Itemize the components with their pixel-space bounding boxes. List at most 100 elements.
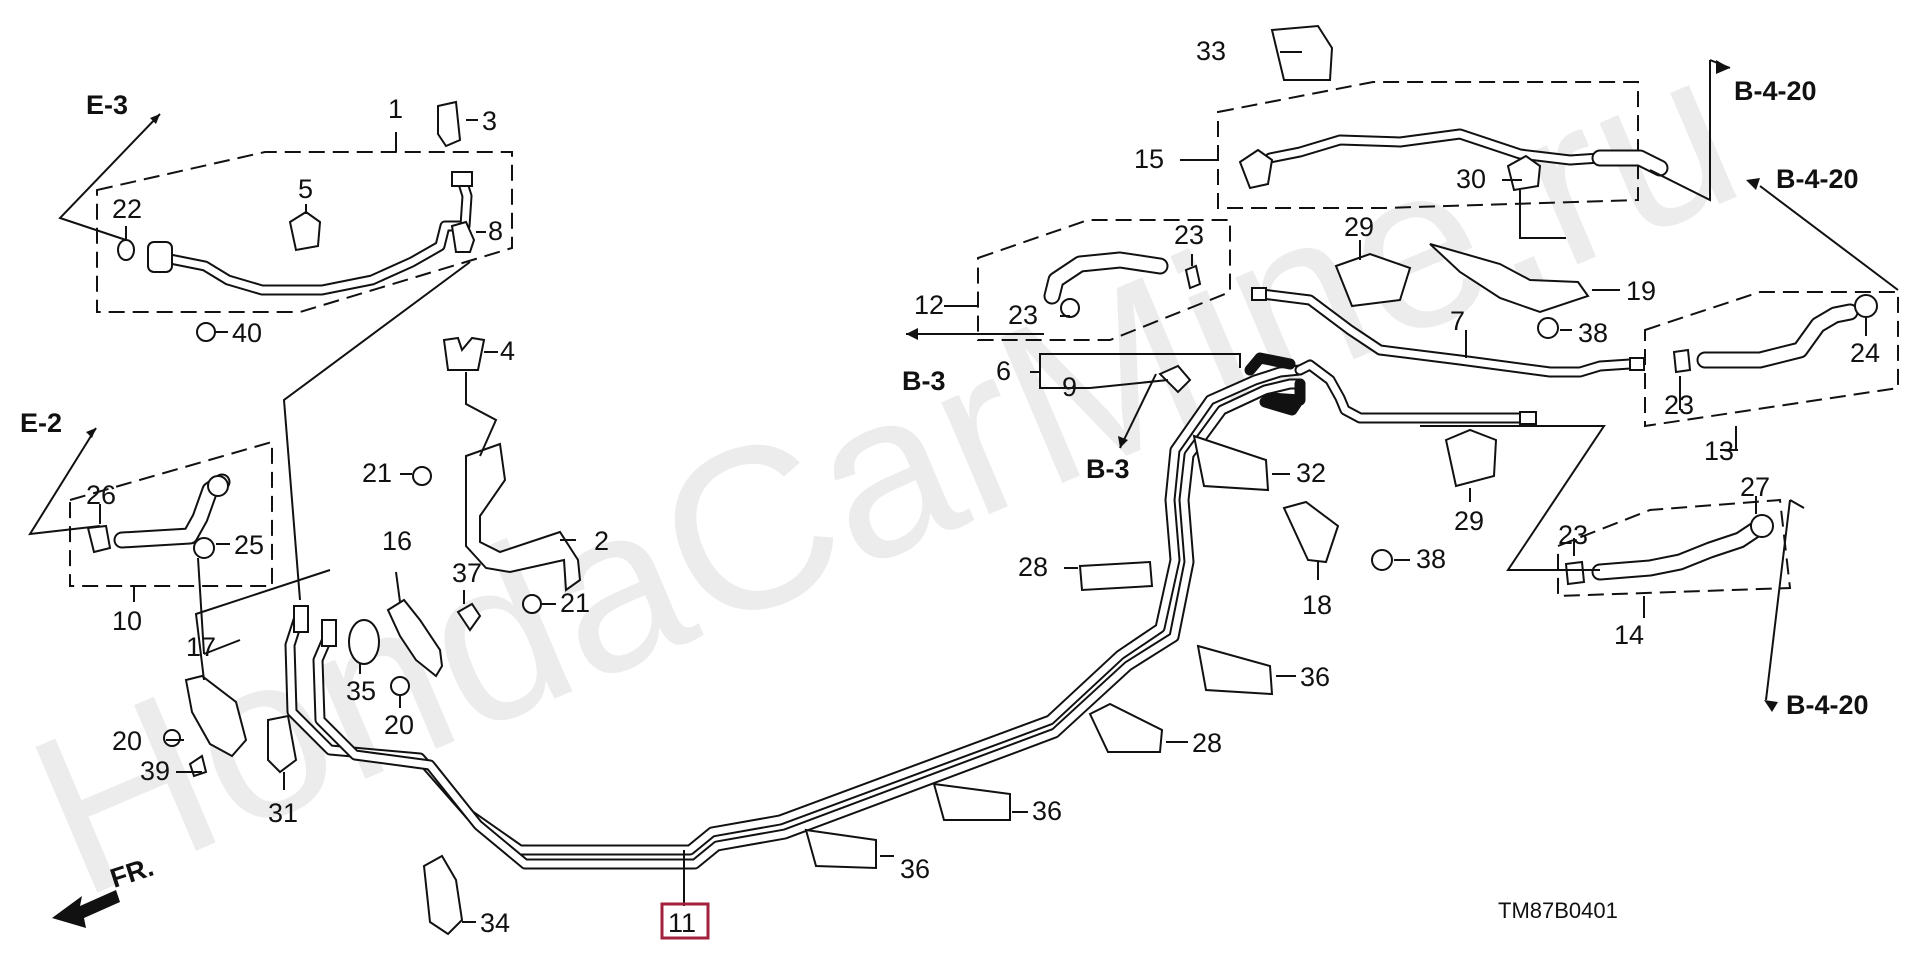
callout-35: 35 <box>346 676 376 706</box>
fuel-hose-14[interactable] <box>1591 521 1764 581</box>
callout-11: 11 <box>668 908 696 938</box>
part-37-bolt <box>456 602 482 632</box>
part-21-nut-a <box>412 466 432 486</box>
part-5-clip <box>288 210 322 252</box>
callout-39: 39 <box>140 756 170 786</box>
callout-9: 9 <box>1062 372 1077 402</box>
part-34-clip <box>422 854 464 936</box>
part-16-bracket <box>386 598 444 678</box>
callout-24: 24 <box>1850 338 1880 368</box>
part-35-grommet <box>348 619 380 665</box>
callout-16: 16 <box>382 526 412 556</box>
callout-13: 13 <box>1704 436 1734 466</box>
fuel-hose-12[interactable] <box>1043 251 1169 305</box>
part-8-clip <box>450 220 476 253</box>
fuel-hose-13[interactable] <box>1696 303 1859 369</box>
parts <box>86 24 1878 936</box>
callout-28a: 28 <box>1018 552 1048 582</box>
callout-18: 18 <box>1302 590 1332 620</box>
ref-b3-mid: B-3 <box>1086 454 1130 484</box>
callout-38a: 38 <box>1416 544 1446 574</box>
callout-23c: 23 <box>1664 390 1694 420</box>
callout-8: 8 <box>488 216 503 246</box>
reference-labels: E-3 E-2 B-3 B-3 B-4-20 B-4-20 B-4-20 <box>20 76 1869 720</box>
callout-33: 33 <box>1196 36 1226 66</box>
callout-10: 10 <box>112 606 142 636</box>
callout-26: 26 <box>86 480 116 510</box>
part-20-nut-b <box>163 729 181 747</box>
callout-23b: 23 <box>1008 300 1038 330</box>
callout-numbers: 1 2 3 4 5 6 7 8 9 10 11 12 13 14 15 16 1… <box>86 36 1880 938</box>
part-38-bolt-a <box>1371 549 1393 571</box>
callout-20b: 20 <box>384 710 414 740</box>
callout-36b: 36 <box>1032 796 1062 826</box>
callout-25: 25 <box>234 530 264 560</box>
fuel-hose-1[interactable] <box>147 171 473 296</box>
group-outlines <box>69 81 1899 598</box>
part-28-clamp-a <box>1078 560 1154 592</box>
front-arrow-icon <box>52 890 120 928</box>
callout-14: 14 <box>1614 620 1644 650</box>
callout-6: 6 <box>996 356 1011 386</box>
part-21-nut-b <box>522 594 542 614</box>
ref-b3-left: B-3 <box>902 366 946 396</box>
callout-36a: 36 <box>1300 662 1330 692</box>
callout-31: 31 <box>268 798 298 828</box>
part-30-clip <box>1506 154 1542 192</box>
callout-23a: 23 <box>1174 220 1204 250</box>
fuel-pipe-7[interactable] <box>1251 287 1645 378</box>
callout-21a: 21 <box>362 458 392 488</box>
pipe-front-fittings <box>293 605 337 647</box>
callout-4: 4 <box>500 336 515 366</box>
callout-29a: 29 <box>1344 212 1374 242</box>
part-29-clamp-b <box>1444 428 1498 488</box>
callout-1: 1 <box>388 94 403 124</box>
part-9-clip <box>1158 364 1192 394</box>
callout-7: 7 <box>1450 306 1465 336</box>
callout-32: 32 <box>1296 458 1326 488</box>
callout-29b: 29 <box>1454 506 1484 536</box>
part-36-clamp-c <box>804 828 877 870</box>
callout-17: 17 <box>186 632 216 662</box>
diagram-code: TM87B0401 <box>1498 898 1618 923</box>
part-4-clip <box>442 336 486 371</box>
part-36-clamp-a <box>1196 644 1274 696</box>
part-27-clamp <box>1750 514 1774 538</box>
callout-20a: 20 <box>112 726 142 756</box>
fuel-hose-10[interactable] <box>113 473 231 549</box>
part-2-bracket <box>465 442 582 592</box>
callout-3: 3 <box>482 106 497 136</box>
part-36-clamp-b <box>932 782 1011 821</box>
callout-38b: 38 <box>1578 318 1608 348</box>
callout-40: 40 <box>232 318 262 348</box>
part-18-bracket <box>1282 500 1340 564</box>
callout-15: 15 <box>1134 144 1164 174</box>
callout-30: 30 <box>1456 164 1486 194</box>
fuel-hose-15[interactable] <box>1238 128 1669 190</box>
part-32-clamp <box>1192 434 1270 492</box>
part-28-clamp-b <box>1088 702 1164 753</box>
part-23-clamp-b <box>1060 298 1080 318</box>
ref-e2: E-2 <box>20 408 62 438</box>
part-22-o-ring <box>117 239 135 261</box>
part-24-clamp <box>1854 294 1878 318</box>
part-23-clamp-a <box>1184 264 1202 290</box>
part-23-clamp-d <box>1564 560 1586 586</box>
callout-22: 22 <box>112 194 142 224</box>
fuel-pipe-assembly[interactable] <box>284 352 1537 870</box>
callout-36c: 36 <box>900 854 930 884</box>
callout-34: 34 <box>480 908 510 938</box>
part-17-bracket <box>184 674 248 758</box>
part-40-nut <box>196 322 216 342</box>
leader-lines <box>99 51 1867 923</box>
part-26-clip <box>86 524 112 554</box>
part-3-clip <box>437 100 462 148</box>
callout-21b: 21 <box>560 588 590 618</box>
ref-b420-mid: B-4-20 <box>1776 164 1859 194</box>
callout-27: 27 <box>1740 472 1770 502</box>
highlight-box <box>660 902 710 940</box>
callout-37: 37 <box>452 558 482 588</box>
callout-12: 12 <box>914 290 944 320</box>
callout-23d: 23 <box>1558 520 1588 550</box>
